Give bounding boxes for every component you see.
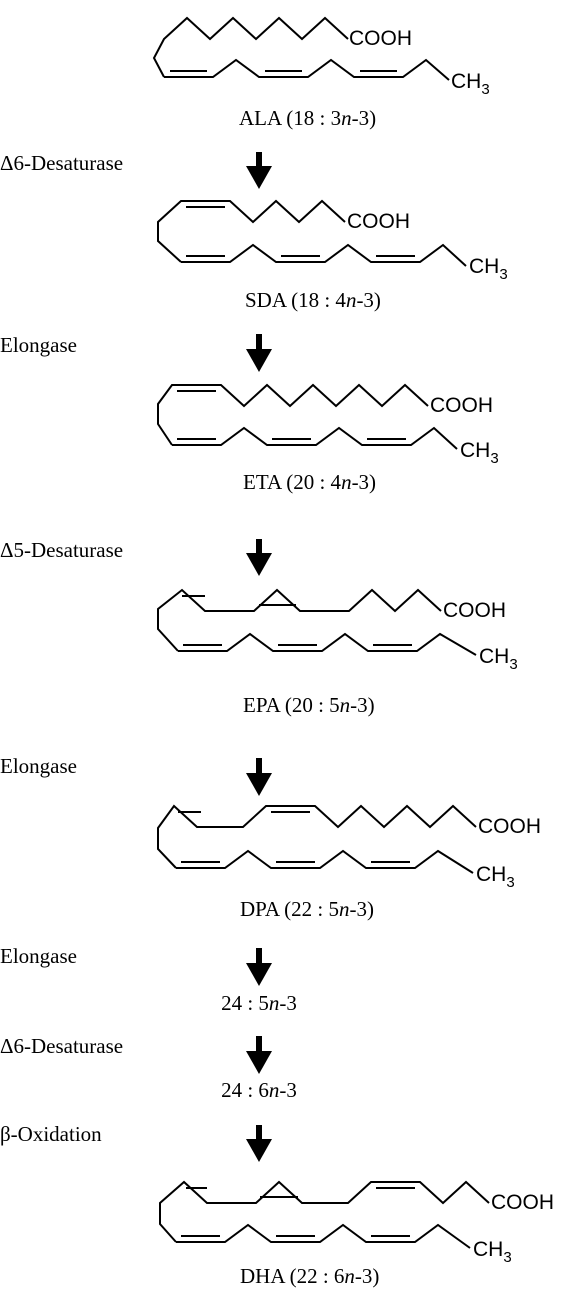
ala-bottom-chain bbox=[164, 58, 450, 81]
enzyme-label-delta5-desaturase: Δ5-Desaturase bbox=[0, 538, 123, 562]
dpa-cooh-label: COOH bbox=[478, 815, 541, 838]
molecule-sda: COOH CH3 SDA (18 : 4n-3) bbox=[157, 199, 508, 312]
enzyme-label-delta6-desaturase-2: Δ6-Desaturase bbox=[0, 1034, 123, 1058]
arrow-down-icon bbox=[246, 758, 272, 796]
eta-top-chain bbox=[157, 383, 429, 446]
intermediate-24-5n3-label: 24 : 5n-3 bbox=[221, 991, 297, 1015]
eta-cooh-label: COOH bbox=[430, 394, 493, 417]
arrow-down-icon bbox=[246, 948, 272, 986]
enzyme-label-elongase-1: Elongase bbox=[0, 333, 77, 357]
dha-ch3-label: CH3 bbox=[473, 1238, 512, 1266]
molecule-dpa: COOH CH3 DPA (22 : 5n-3) bbox=[157, 804, 541, 921]
arrow-down-icon bbox=[246, 539, 272, 576]
arrow-down-icon bbox=[246, 1125, 272, 1162]
eta-bottom-chain bbox=[172, 426, 458, 450]
dha-top-chain bbox=[159, 1180, 490, 1243]
molecule-epa: COOH CH3 EPA (20 : 5n-3) bbox=[157, 588, 518, 717]
ala-top-chain bbox=[152, 16, 349, 78]
epa-ch3-label: CH3 bbox=[479, 645, 518, 673]
enzyme-label-beta-oxidation: β-Oxidation bbox=[0, 1122, 102, 1146]
sda-top-chain bbox=[157, 199, 346, 263]
molecule-eta: COOH CH3 ETA (20 : 4n-3) bbox=[157, 383, 499, 494]
enzyme-label-elongase-3: Elongase bbox=[0, 944, 77, 968]
eta-name-label: ETA (20 : 4n-3) bbox=[243, 470, 376, 494]
enzyme-label-delta6-desaturase-1: Δ6-Desaturase bbox=[0, 151, 123, 175]
epa-bottom-chain bbox=[178, 632, 477, 656]
eta-ch3-label: CH3 bbox=[460, 439, 499, 467]
sda-name-label: SDA (18 : 4n-3) bbox=[245, 288, 381, 312]
ala-cooh-label: COOH bbox=[349, 27, 412, 50]
dha-cooh-label: COOH bbox=[491, 1191, 554, 1214]
ala-name-label: ALA (18 : 3n-3) bbox=[239, 106, 376, 130]
sda-cooh-label: COOH bbox=[347, 210, 410, 233]
molecule-dha: COOH CH3 DHA (22 : 6n-3) bbox=[159, 1180, 554, 1288]
ala-ch3-label: CH3 bbox=[451, 70, 490, 98]
dpa-bottom-chain bbox=[176, 849, 474, 874]
dpa-name-label: DPA (22 : 5n-3) bbox=[240, 897, 374, 921]
dha-name-label: DHA (22 : 6n-3) bbox=[240, 1264, 379, 1288]
epa-top-chain bbox=[157, 588, 442, 652]
dha-bottom-chain bbox=[176, 1223, 471, 1249]
enzyme-label-elongase-2: Elongase bbox=[0, 754, 77, 778]
dpa-top-chain bbox=[157, 804, 477, 869]
epa-name-label: EPA (20 : 5n-3) bbox=[243, 693, 375, 717]
sda-bottom-chain bbox=[181, 243, 467, 267]
sda-ch3-label: CH3 bbox=[469, 255, 508, 283]
epa-cooh-label: COOH bbox=[443, 599, 506, 622]
molecule-ala: COOH CH3 ALA (18 : 3n-3) bbox=[152, 16, 490, 130]
dpa-ch3-label: CH3 bbox=[476, 863, 515, 891]
arrow-down-icon bbox=[246, 152, 272, 189]
arrow-down-icon bbox=[246, 334, 272, 372]
intermediate-24-6n3-label: 24 : 6n-3 bbox=[221, 1078, 297, 1102]
arrow-down-icon bbox=[246, 1036, 272, 1074]
